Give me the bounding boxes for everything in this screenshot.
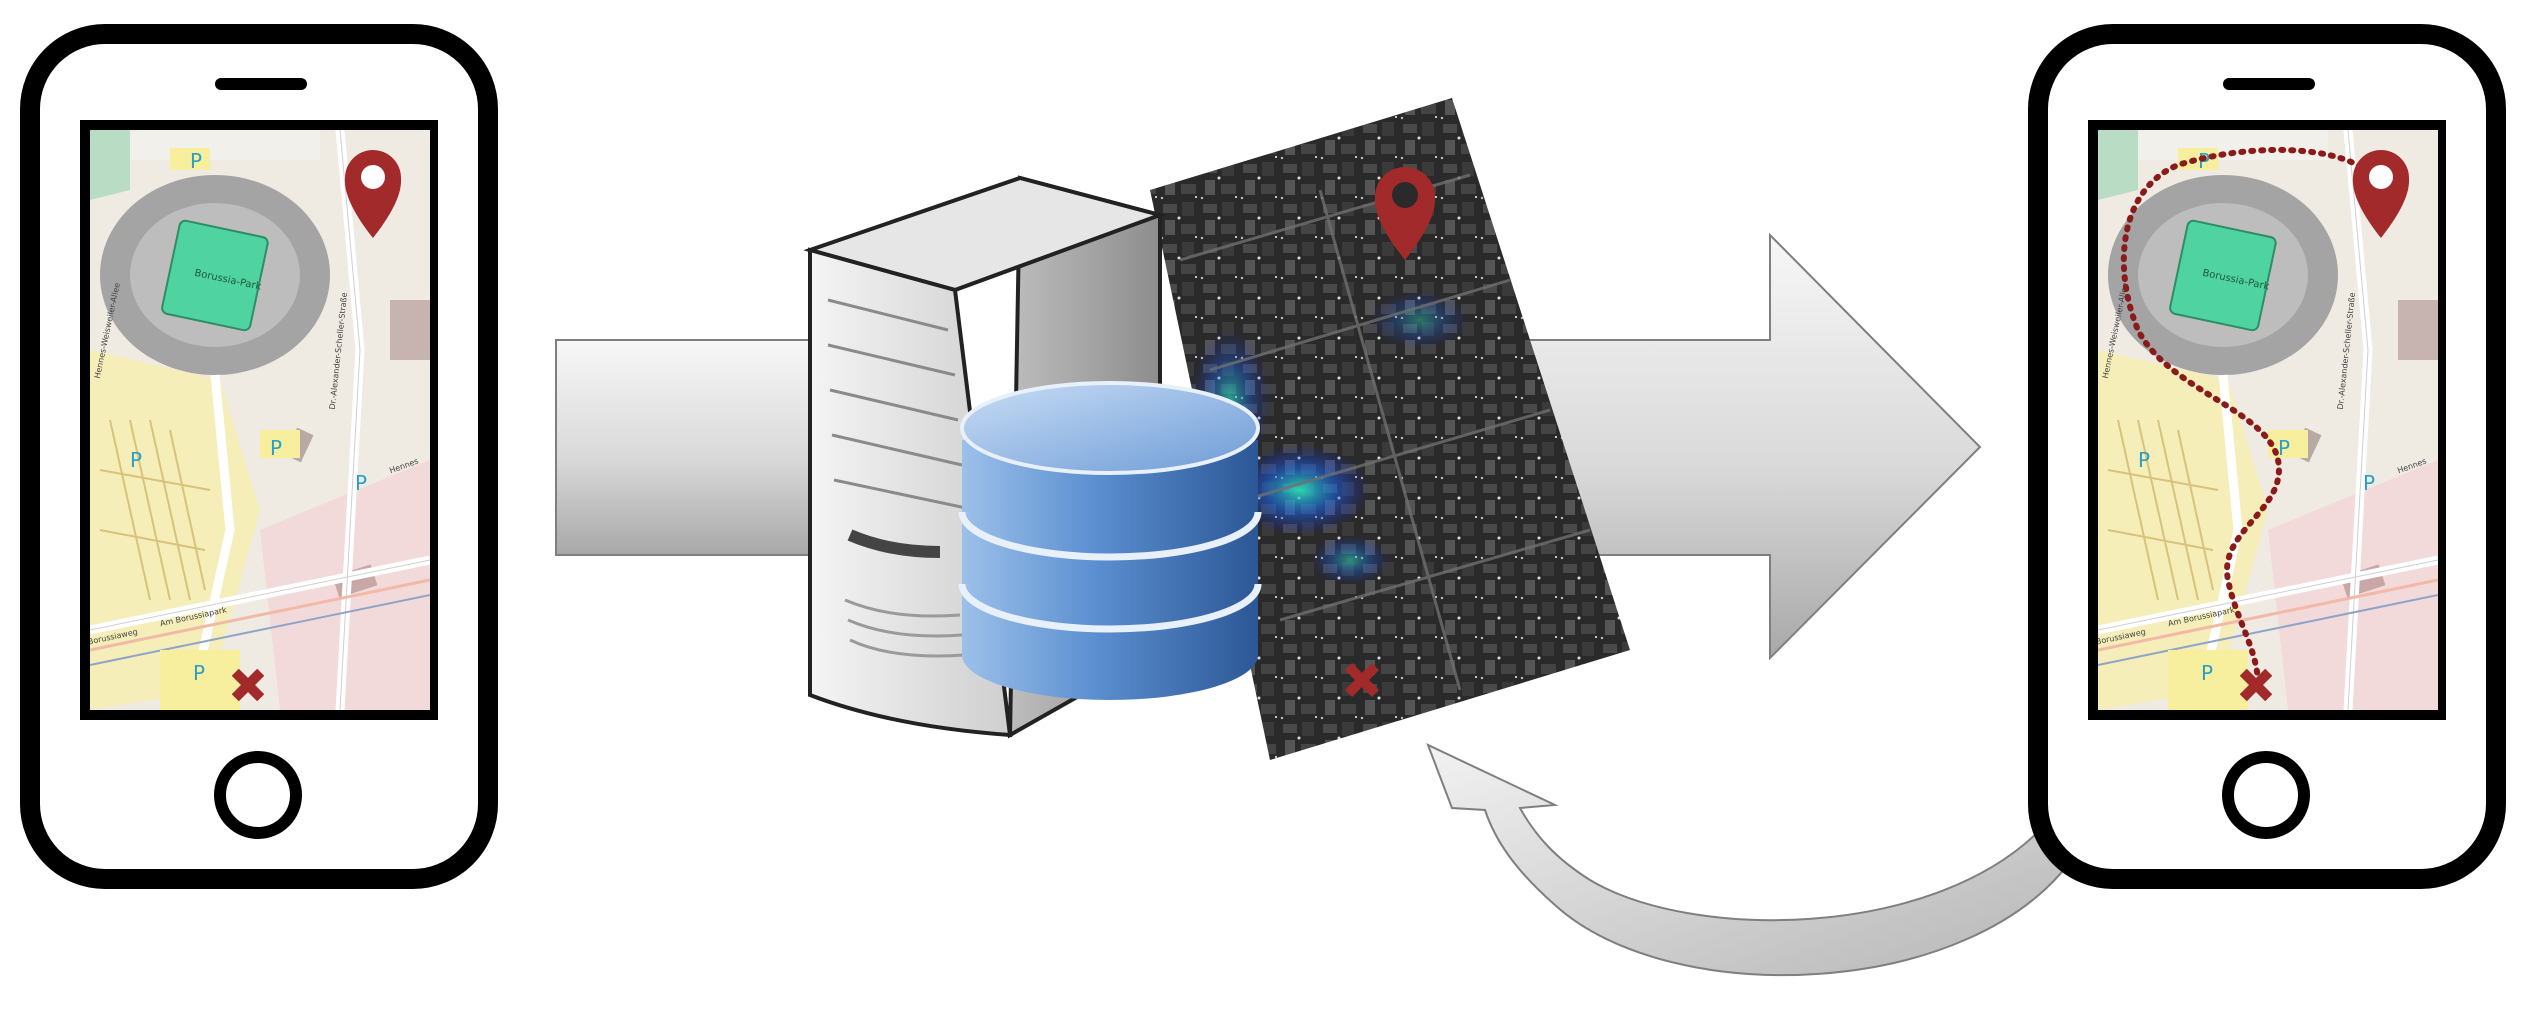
parking-symbol: P: [190, 149, 202, 173]
parking-symbol: P: [193, 661, 205, 685]
parking-symbol: P: [270, 436, 282, 460]
x-mark-icon: [1345, 663, 1379, 697]
map-pin-icon: [1374, 167, 1436, 260]
map-pin-icon: [344, 150, 402, 238]
x-mark-icon: [2239, 668, 2273, 702]
x-mark-icon: [231, 668, 265, 702]
parking-symbol: P: [2278, 436, 2290, 460]
route-path: [2120, 146, 2384, 688]
database-cylinder-icon: [958, 381, 1262, 700]
parking-symbol: P: [130, 448, 142, 472]
parking-symbol: P: [355, 471, 367, 495]
phone-speaker: [2223, 78, 2315, 90]
map-screen-left: Borussia-Park Hennes-Weisweiler-Allee Am…: [90, 130, 430, 710]
heatmap-aerial-image: [1150, 98, 1630, 760]
input-arrow-shaft: [555, 339, 832, 556]
destination-smartphone: Borussia-Park Hennes-Weisweiler-Allee Am…: [2028, 24, 2506, 889]
map-screen-right: Borussia-Park Hennes-Weisweiler-Allee Am…: [2098, 130, 2438, 710]
home-button: [2222, 751, 2310, 839]
phone-speaker: [215, 78, 307, 90]
source-smartphone: Borussia-Park Hennes-Weisweiler-Allee Am…: [20, 24, 498, 889]
feedback-arrow: [1426, 743, 2077, 977]
home-button: [214, 751, 302, 839]
parking-symbol: P: [2201, 661, 2213, 685]
parking-symbol: P: [2363, 471, 2375, 495]
map-pin-icon: [2352, 150, 2410, 238]
parking-symbol: P: [2138, 448, 2150, 472]
